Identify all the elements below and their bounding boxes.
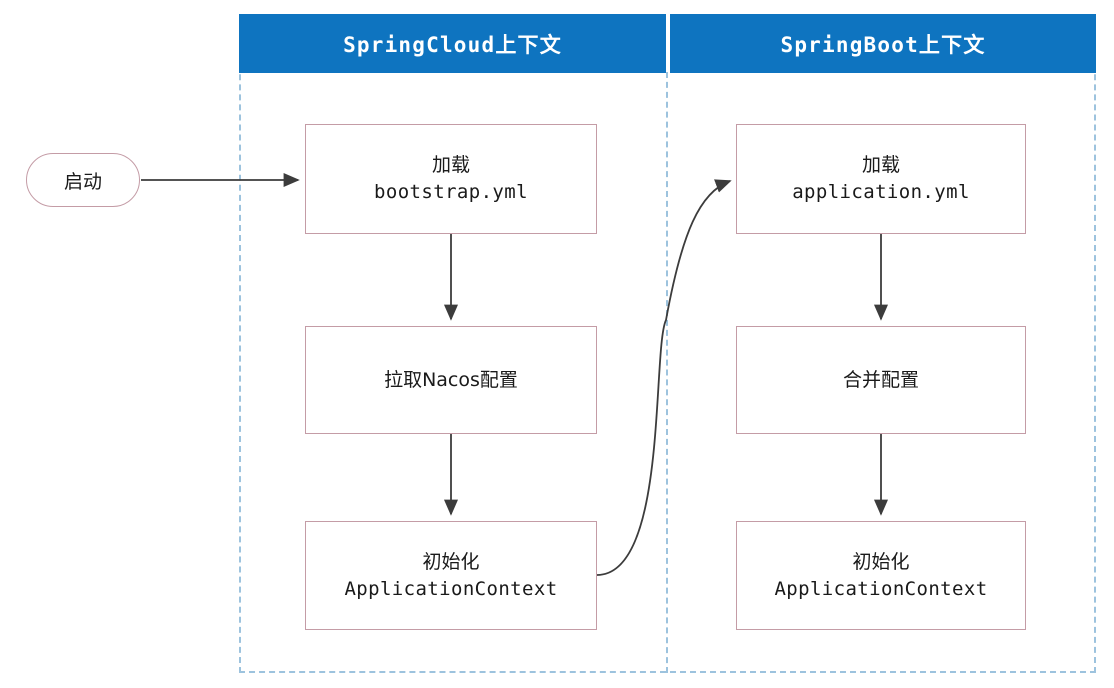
node-merge-config-line1: 合并配置 bbox=[842, 368, 919, 391]
node-init-application-context-cloud-line1: 初始化 bbox=[422, 550, 480, 573]
lane-header-springboot-label: SpringBoot上下文 bbox=[780, 32, 986, 57]
start-node-label: 启动 bbox=[63, 170, 102, 193]
node-load-application-yml-line1: 加载 bbox=[861, 154, 900, 177]
node-init-application-context-boot-line2: ApplicationContext bbox=[774, 577, 988, 600]
node-init-application-context-cloud: 初始化 ApplicationContext bbox=[305, 521, 597, 630]
node-init-application-context-boot-line1: 初始化 bbox=[852, 550, 910, 573]
node-load-bootstrap-yml-line2: bootstrap.yml bbox=[374, 181, 528, 203]
node-fetch-nacos-config: 拉取Nacos配置 bbox=[305, 326, 597, 434]
node-load-bootstrap-yml: 加载 bootstrap.yml bbox=[305, 124, 597, 234]
node-load-bootstrap-yml-line1: 加载 bbox=[431, 154, 470, 177]
lane-header-springboot: SpringBoot上下文 bbox=[670, 14, 1096, 73]
node-merge-config: 合并配置 bbox=[736, 326, 1026, 434]
node-fetch-nacos-config-line1: 拉取Nacos配置 bbox=[384, 368, 518, 391]
lane-header-springcloud-label: SpringCloud上下文 bbox=[343, 32, 562, 57]
lane-divider bbox=[666, 72, 668, 673]
node-load-application-yml-line2: application.yml bbox=[792, 181, 970, 203]
node-init-application-context-boot: 初始化 ApplicationContext bbox=[736, 521, 1026, 630]
node-init-application-context-cloud-line2: ApplicationContext bbox=[344, 577, 558, 600]
start-node: 启动 bbox=[26, 153, 140, 207]
lane-header-springcloud: SpringCloud上下文 bbox=[239, 14, 666, 73]
node-load-application-yml: 加载 application.yml bbox=[736, 124, 1026, 234]
